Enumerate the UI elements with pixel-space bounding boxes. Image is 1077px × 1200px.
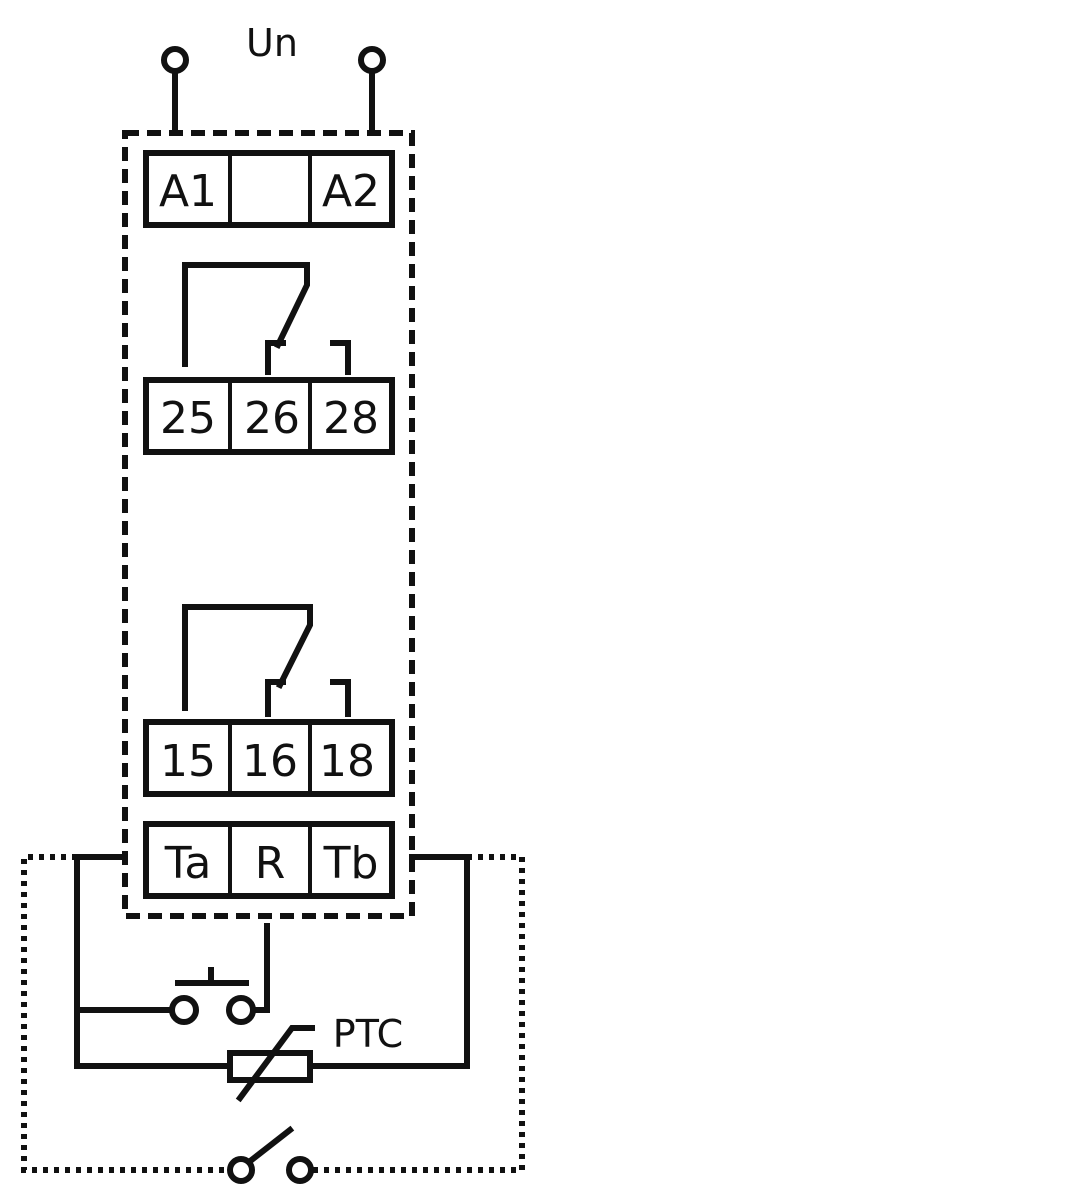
device-enclosure	[122, 130, 415, 919]
terminal-ta-label: Ta	[164, 838, 212, 889]
terminal-a1-label: A1	[159, 166, 217, 217]
supply-label: Un	[246, 21, 298, 65]
terminal-row-relay-2: 25 26 28	[143, 377, 395, 455]
terminal-tb-label: Tb	[323, 838, 379, 889]
ptc-thermistor-symbol	[227, 1025, 315, 1103]
supply-terminal-left	[161, 46, 189, 136]
external-switch-dotted-wiring	[21, 854, 525, 1173]
terminal-16-label: 16	[242, 736, 298, 787]
relay-contact-1-symbol	[182, 604, 351, 717]
terminal-28-label: 28	[323, 393, 379, 444]
terminal-row-relay-1: 15 16 18	[143, 719, 395, 797]
terminal-18-label: 18	[319, 736, 375, 787]
terminal-15-label: 15	[160, 736, 216, 787]
terminal-r-label: R	[255, 838, 286, 889]
ptc-label: PTC	[333, 1012, 403, 1056]
external-switch-symbol	[227, 1125, 314, 1184]
sensor-wiring	[74, 854, 470, 1069]
relay-contact-2-symbol	[182, 262, 351, 375]
terminal-26-label: 26	[244, 393, 300, 444]
terminal-a2-label: A2	[322, 166, 380, 217]
terminal-row-supply: A1 A2	[143, 150, 395, 228]
reset-pushbutton-symbol	[169, 967, 256, 1025]
terminal-row-sensor: Ta R Tb	[143, 821, 395, 899]
terminal-25-label: 25	[160, 393, 216, 444]
supply-terminal-right	[358, 46, 386, 136]
